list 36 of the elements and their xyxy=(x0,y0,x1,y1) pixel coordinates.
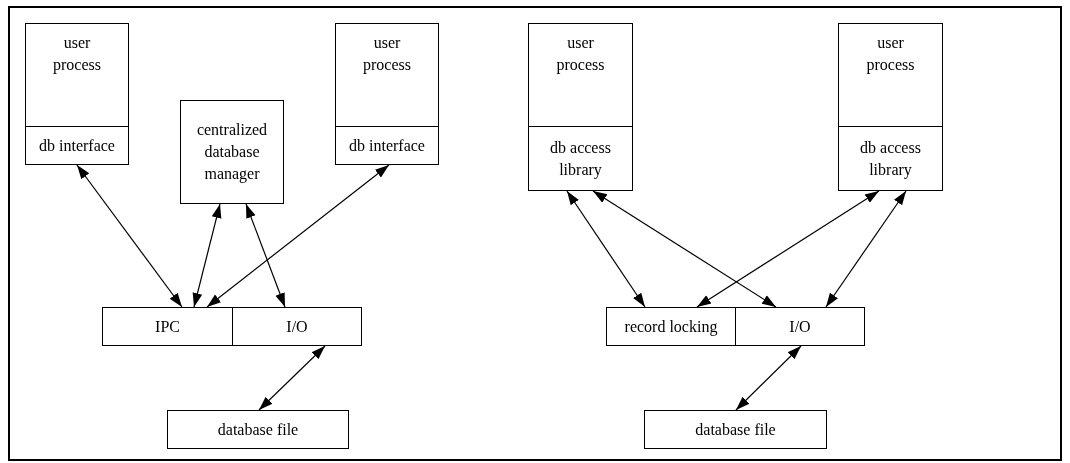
process-box xyxy=(180,100,284,204)
box-label: user process xyxy=(555,33,606,76)
arrow xyxy=(825,190,907,308)
box-label: record locking xyxy=(623,316,719,338)
box-label: user process xyxy=(362,33,412,76)
box-label: I/O xyxy=(788,316,812,337)
box-label: IPC xyxy=(154,316,181,337)
box-label: db access library xyxy=(549,137,612,181)
process-box xyxy=(644,410,827,449)
process-box xyxy=(335,23,439,165)
process-box xyxy=(606,307,736,346)
arrow xyxy=(245,203,286,308)
process-box xyxy=(735,307,865,346)
box-label: user process xyxy=(865,33,916,76)
arrow xyxy=(192,203,222,308)
process-box xyxy=(102,307,233,346)
arrow xyxy=(258,345,326,411)
arrow xyxy=(735,345,802,411)
box-label: database file xyxy=(694,419,777,440)
process-box xyxy=(232,307,362,346)
arrow xyxy=(696,190,880,308)
process-box xyxy=(528,23,633,191)
arrow xyxy=(206,164,390,308)
process-box xyxy=(25,23,129,165)
arrow xyxy=(592,190,777,308)
arrow xyxy=(566,190,646,308)
box-label: database file xyxy=(216,419,300,440)
process-box xyxy=(167,410,349,449)
box-label: db interface xyxy=(348,135,426,156)
process-box xyxy=(838,23,943,191)
box-label: user process xyxy=(52,33,102,76)
box-label: db interface xyxy=(38,135,116,156)
box-label: I/O xyxy=(285,316,309,337)
box-label: centralized database manager xyxy=(195,120,269,185)
box-label: db access library xyxy=(859,137,922,181)
arrow xyxy=(76,164,183,308)
